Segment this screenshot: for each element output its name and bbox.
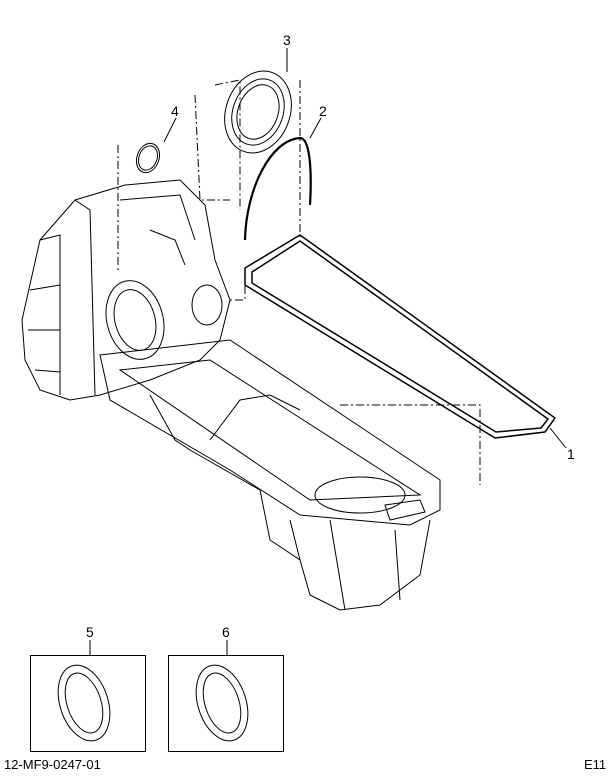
part-5-box bbox=[30, 655, 146, 752]
flywheel-housing bbox=[21, 179, 231, 401]
part-2-gasket bbox=[243, 136, 312, 241]
callout-2: 2 bbox=[319, 103, 327, 119]
part-4-oring bbox=[135, 142, 161, 174]
oil-pan bbox=[99, 339, 441, 611]
part-1-pan-gasket bbox=[244, 234, 557, 439]
page-code: E11 bbox=[584, 757, 607, 772]
callout-3: 3 bbox=[283, 32, 291, 48]
part-3-seal bbox=[224, 70, 292, 154]
alignment-lines bbox=[117, 79, 481, 485]
illustration-id: 12-MF9-0247-01 bbox=[4, 757, 101, 772]
callout-5: 5 bbox=[86, 624, 94, 640]
callout-6: 6 bbox=[222, 624, 230, 640]
part-6-box bbox=[168, 655, 284, 752]
callout-leaders bbox=[89, 48, 567, 655]
callout-4: 4 bbox=[171, 103, 179, 119]
callout-1: 1 bbox=[567, 446, 575, 462]
